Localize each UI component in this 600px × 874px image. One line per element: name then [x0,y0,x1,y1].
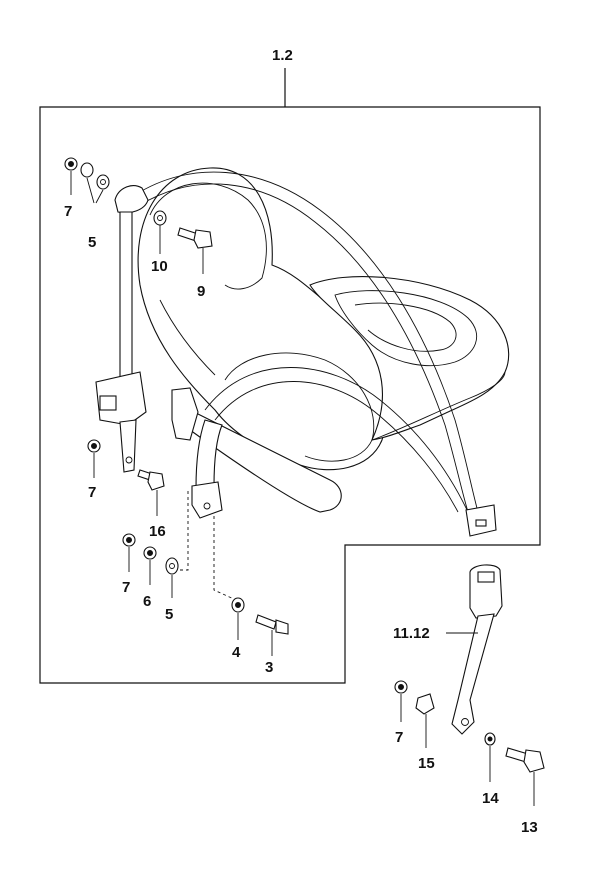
leader-5-top-b [95,189,104,204]
retractor-mount-strap [119,419,137,473]
label-13: 13 [521,819,538,836]
label-10: 10 [151,258,168,275]
assembly-frame [39,106,541,684]
part-10-spacer [153,210,167,226]
label-5-top: 5 [88,234,96,251]
label-9: 9 [197,283,205,300]
leader-5-top-a [86,177,95,204]
retractor-window [99,395,117,411]
part-6-washer-hole [147,550,153,556]
seat-cushion-inner-2 [354,302,457,352]
parts-retractor-lower: 7 16 [87,439,166,540]
part-9-bolt-head [193,229,213,249]
part-10-spacer-hole [157,215,163,221]
buckle-assembly: 11.12 7 15 14 13 [393,564,545,836]
belt-webbing-upper [134,171,479,513]
part-13-bolt-head [523,749,545,773]
label-14: 14 [482,790,499,807]
buckle-mount-hole [461,718,469,726]
belt-webbing-lap [204,367,469,513]
label-11-12: 11.12 [393,625,430,642]
part-5-mid-spacer-hole [169,563,175,569]
part-5-top-washer-b-hole [100,179,106,185]
retractor-assembly [95,185,149,473]
part-15-clip [415,693,435,715]
label-assembly: 1.2 [272,47,293,64]
assembly-line-5-to-strap [180,490,189,571]
label-15: 15 [418,755,435,772]
part-5-top-washer-b [96,174,110,190]
label-7-right: 7 [395,729,403,746]
part-7-top-nut-hole [68,161,74,167]
upper-guide-bracket [114,185,149,214]
part-14-washer-hole [487,736,493,742]
belt-webbing-lap-2 [214,381,459,513]
parts-middle-left: 7 6 5 [122,490,189,623]
parts-top-left: 7 5 [64,157,110,251]
buckle-release-button [477,571,495,583]
seat-headrest-seam [149,182,267,290]
part-5-top-washer-a [80,162,94,178]
part-7-low-nut-hole [126,537,132,543]
seat-base-side [171,387,199,441]
seat-back-side [159,299,216,376]
belt-anchor-slot [475,519,487,527]
assembly-line-anchor [213,516,237,601]
part-16-bolt-head [147,471,165,491]
buckle-stalk [451,613,495,735]
belt-webbing-upper-2 [139,183,469,513]
label-5-mid: 5 [165,606,173,623]
part-3-bolt-shank [255,614,277,630]
parts-lower-anchor: 4 3 [213,516,289,676]
seat-back-panel [224,352,375,462]
pillar-webbing [119,211,133,379]
part-7-right-nut-hole [398,684,404,690]
part-3-bolt-head [275,619,289,635]
label-16: 16 [149,523,166,540]
retractor-housing [95,371,147,426]
part-7-mid-nut-hole [91,443,97,449]
label-6: 6 [143,593,151,610]
lower-anchor-hole [203,502,211,510]
part-5-mid-spacer [165,557,179,575]
seat-illustration [137,167,510,513]
label-3: 3 [265,659,273,676]
parts-upper-anchor: 10 9 [151,210,213,300]
label-7-mid: 7 [88,484,96,501]
retractor-mount-hole [125,456,133,464]
label-4: 4 [232,644,241,661]
shoulder-belt [134,171,497,537]
label-7-low: 7 [122,579,130,596]
label-7-top: 7 [64,203,72,220]
seat-cushion-inner [334,290,478,367]
lower-anchor-plate [191,481,223,519]
part-4-washer-hole [235,602,241,608]
